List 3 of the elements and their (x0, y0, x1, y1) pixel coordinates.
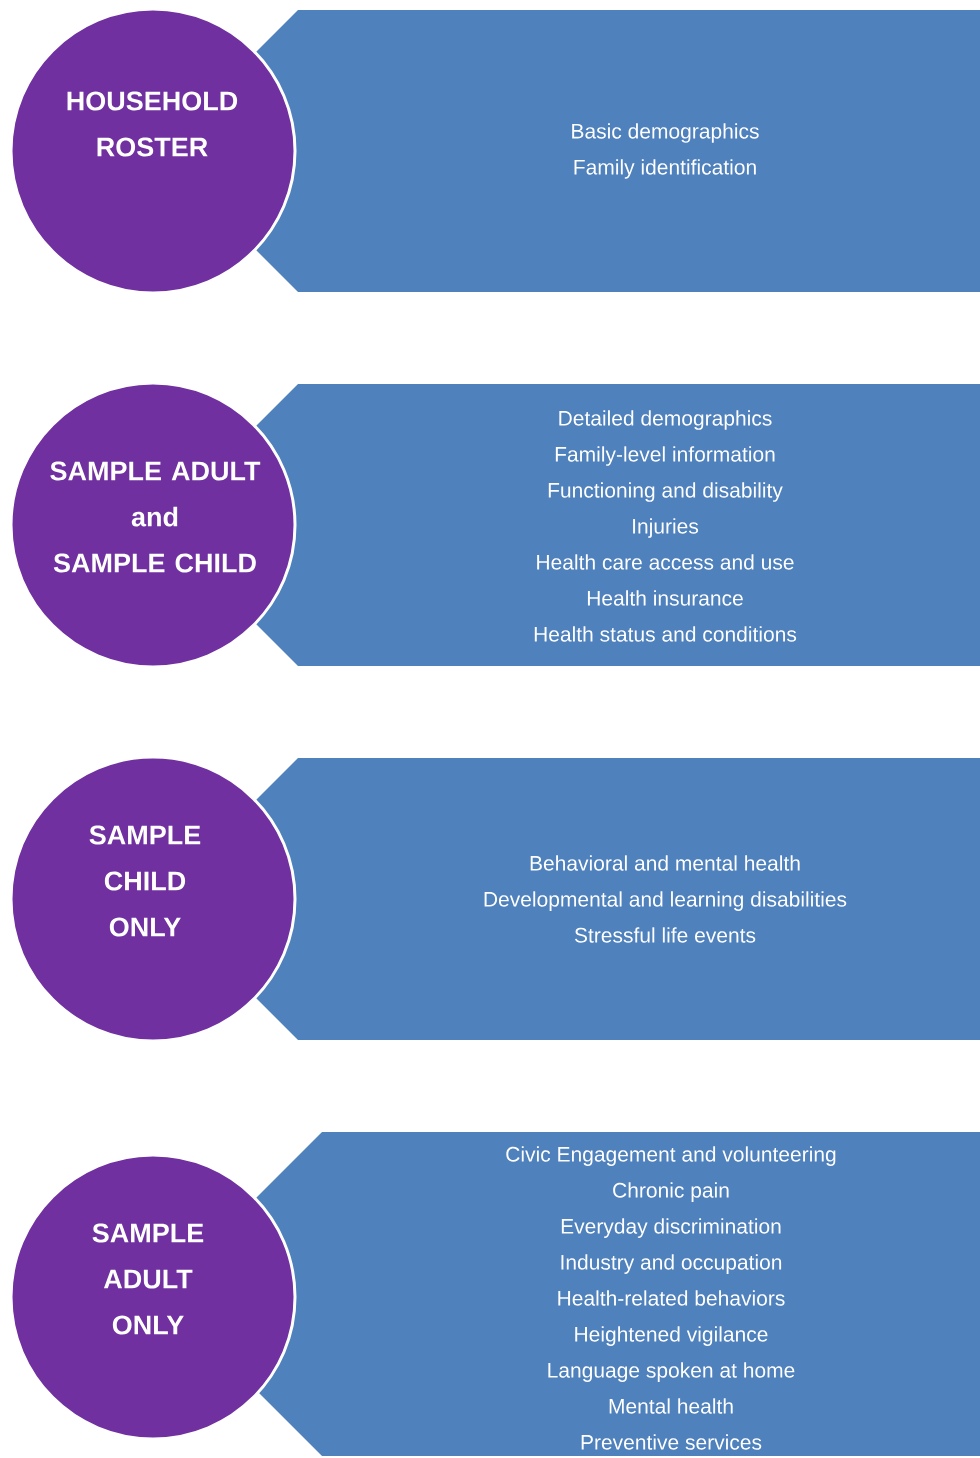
topic-banner: Civic Engagement and volunteering Chronic pain Everyday discrimination Industry and occupation Health-related behaviors Heightened vigilance Language spoken at home Mental health Preventive services (254, 1132, 980, 1456)
topic-banner: Basic demographics Family identification (253, 10, 980, 292)
topic-banner: Behavioral and mental health Developmental and learning disabilities Stressful life events (253, 758, 980, 1040)
